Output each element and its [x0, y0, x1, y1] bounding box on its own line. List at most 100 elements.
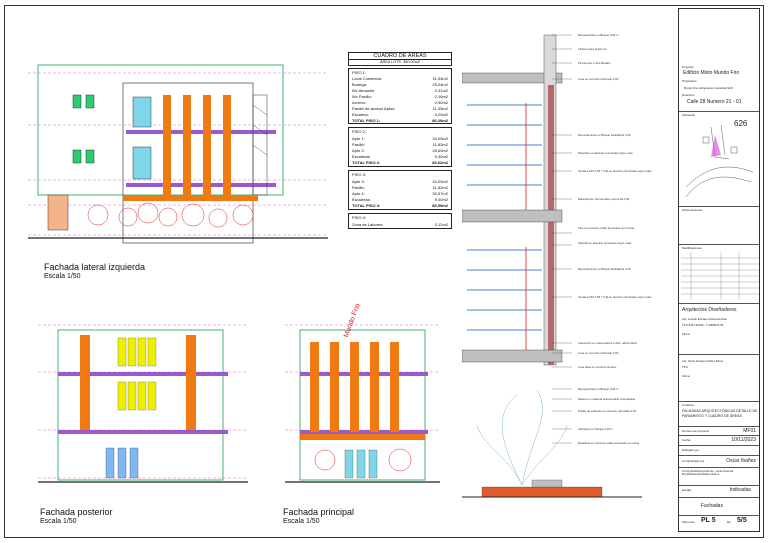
total-label: TOTAL PISO 2:: [352, 160, 381, 165]
row-value: 11,62m2: [432, 142, 448, 147]
section-note: Planchas en aluminio terminado negro mat…: [578, 151, 633, 155]
wall-section-drawing: [462, 34, 642, 498]
designers-label: Arquitectos Diseñadores: [682, 307, 737, 313]
sheet-no-label: Plano No.: [682, 520, 696, 524]
signature2-label: Firma: [682, 374, 690, 378]
date: 10/11/2023: [731, 437, 756, 443]
section-note: Baranda tipo Termanodes, aluma alt 0,90: [578, 197, 630, 201]
row-value: 31,94m2: [432, 76, 448, 81]
row-value: 2,16m2: [434, 94, 448, 99]
total-value: 85,59m2: [432, 203, 448, 208]
section-note: Remoquetrete en Bloque 0,06 m: [578, 33, 619, 37]
title-block: Proyecto Edificio Mixto Mundo Frio Propi…: [678, 8, 760, 532]
row-value: 34,00m2: [432, 136, 448, 141]
address: Calle 28 Numero 21 - 01: [687, 99, 742, 105]
section-note: Viniloes para pintar ext.: [578, 47, 608, 51]
row-name: Pasillo:: [352, 142, 365, 147]
total-value: 83,62m2: [432, 160, 448, 165]
row-name: Zona de Labores:: [352, 222, 384, 227]
row-name: Apto 2:: [352, 148, 365, 153]
designer1: Arq. Lizardo Enrique Ossoordo Diaz: [682, 317, 727, 321]
section-note: Pintura tipo 1 Gris Basalto: [578, 61, 611, 65]
row-name: Escaleras:: [352, 154, 371, 159]
row-value: 9,40m2: [434, 197, 448, 202]
section-note: Piso en concreto pulido terminado con re…: [578, 226, 634, 230]
lateral-view-title: Fachada lateral izquierda: [44, 262, 146, 272]
section-note: Remozamiento en Bloque Multiplinds 0,26: [578, 267, 631, 271]
row-value: 2,41m2: [434, 88, 448, 93]
principal-view-title: Fachada principal: [283, 507, 355, 517]
project-label: Proyecto: [682, 65, 694, 69]
row-value: 30,57m2: [432, 191, 448, 196]
row-name: Wc Almacén:: [352, 88, 376, 93]
designer2-id: TP A: [682, 365, 689, 369]
sheet-no: PL 5: [701, 517, 716, 524]
section-note: Losa base en concreto Grueso: [578, 365, 617, 369]
drawn-label: Dibujado por: [682, 448, 700, 452]
section-note: Relleno en material seleccionado compact…: [578, 397, 636, 401]
piso1-box: PISO 1: Local Comercial:31,94m2 Bodega:2…: [348, 68, 452, 124]
sheet-title: Fachadas: [701, 503, 723, 509]
location-label: Ubicación: [682, 113, 696, 117]
project-no-label: Número de proyecto: [682, 429, 710, 433]
piso4-box: PISO 4: Zona de Labores: 3,12m2: [348, 213, 452, 229]
scale: Indicadas: [729, 487, 751, 493]
section-note: Remozamiento en Bloque Multiplinds 0,26: [578, 133, 631, 137]
checked-by: Oscar Ibañez: [726, 458, 756, 464]
total-label: TOTAL PISO 3:: [352, 203, 381, 208]
row-value: 28,60m2: [432, 148, 448, 153]
checked-label: Comprobado por: [682, 459, 705, 463]
section-note: Ventana 150 X 65 * 0,30 en aluminio term…: [578, 169, 652, 173]
designer1-id: TP A 5447-91032 - T 0006047-05: [682, 323, 724, 327]
piso3-box: PISO 3: Apto 3:34,00m2 Pasillo:11,62m2 A…: [348, 170, 452, 210]
piso3-label: PISO 3:: [352, 172, 367, 177]
row-value: 4,20m2: [434, 112, 448, 117]
drawing-sheet: [4, 5, 764, 538]
row-value: 11,62m2: [432, 185, 448, 190]
section-note: Sobrepiso en bloque 0,15 m: [578, 427, 613, 431]
modifications-grid: [681, 252, 759, 300]
file-path: D:\Arq Mundo\Proyecto\Lote - Local comer…: [682, 470, 734, 476]
row-name: Wc Pasillo:: [352, 94, 372, 99]
project-name: Edificio Mixto Mundo Frio: [683, 70, 740, 76]
section-note: Antepecho en mampostería 0,20m, altura 2…: [578, 341, 638, 345]
areas-title: CUADRO DE ÁREAS: [348, 52, 452, 60]
section-note: Remoquetrete en Bloque 0,06 m: [578, 387, 619, 391]
areas-table: CUADRO DE ÁREAS ÁREA LOTE: 360.00m2 PISO…: [348, 52, 452, 229]
lot-area: ÁREA LOTE: 360.00m2: [348, 60, 452, 66]
signature-label: Firma: [682, 332, 690, 336]
of-label: De: [727, 520, 731, 524]
row-value: 3,12m2: [434, 222, 448, 227]
row-value: 9,40m2: [434, 154, 448, 159]
section-note: Pasillo de sobrante en concreto reforzad…: [578, 409, 636, 413]
principal-facade-drawing: [285, 324, 440, 483]
row-name: Escalera:: [352, 112, 369, 117]
project-no: MF01: [743, 428, 756, 434]
scale-label: Escala: [682, 488, 692, 492]
address-label: Dirección: [682, 93, 695, 97]
row-name: Local Comercial:: [352, 76, 382, 81]
total-label: TOTAL PISO 1:: [352, 118, 381, 123]
owner-name: Mundo Frio refrigeracion industrial SAS: [684, 86, 733, 90]
section-note: Losa en concreto reforzado 0,30: [578, 351, 619, 355]
date-label: Fecha: [682, 438, 691, 442]
piso4-label: PISO 4:: [352, 215, 367, 220]
row-name: Pasillo:: [352, 185, 365, 190]
observations-label: Observaciones: [682, 208, 703, 212]
owner-label: Propietario: [682, 79, 697, 83]
lateral-facade-drawing: [28, 64, 328, 244]
section-note: Losa en concreto reforzado 0,30: [578, 77, 619, 81]
principal-view-scale: Escala 1/50: [283, 518, 320, 525]
section-note: Escalinas en concreto pulido terminado e…: [578, 441, 640, 445]
row-name: Archivo:: [352, 100, 367, 105]
piso2-label: PISO 2:: [352, 129, 367, 134]
row-value: 34,00m2: [432, 179, 448, 184]
contents-label: Contiene: [682, 403, 695, 407]
total-value: 80,20m2: [432, 118, 448, 123]
contents: FACHADAS ARQUITECTÓNICAS DETALLE DE PARA…: [682, 409, 758, 418]
location-map: [685, 124, 754, 198]
modifications-label: Modificaciones: [682, 246, 702, 250]
designer2: Arq. Oscar Enrique Ibañez Pérez: [682, 359, 724, 363]
piso2-box: PISO 2: Apto 1:34,00m2 Pasillo:11,62m2 A…: [348, 127, 452, 167]
row-value: 11,35m2: [432, 106, 448, 111]
